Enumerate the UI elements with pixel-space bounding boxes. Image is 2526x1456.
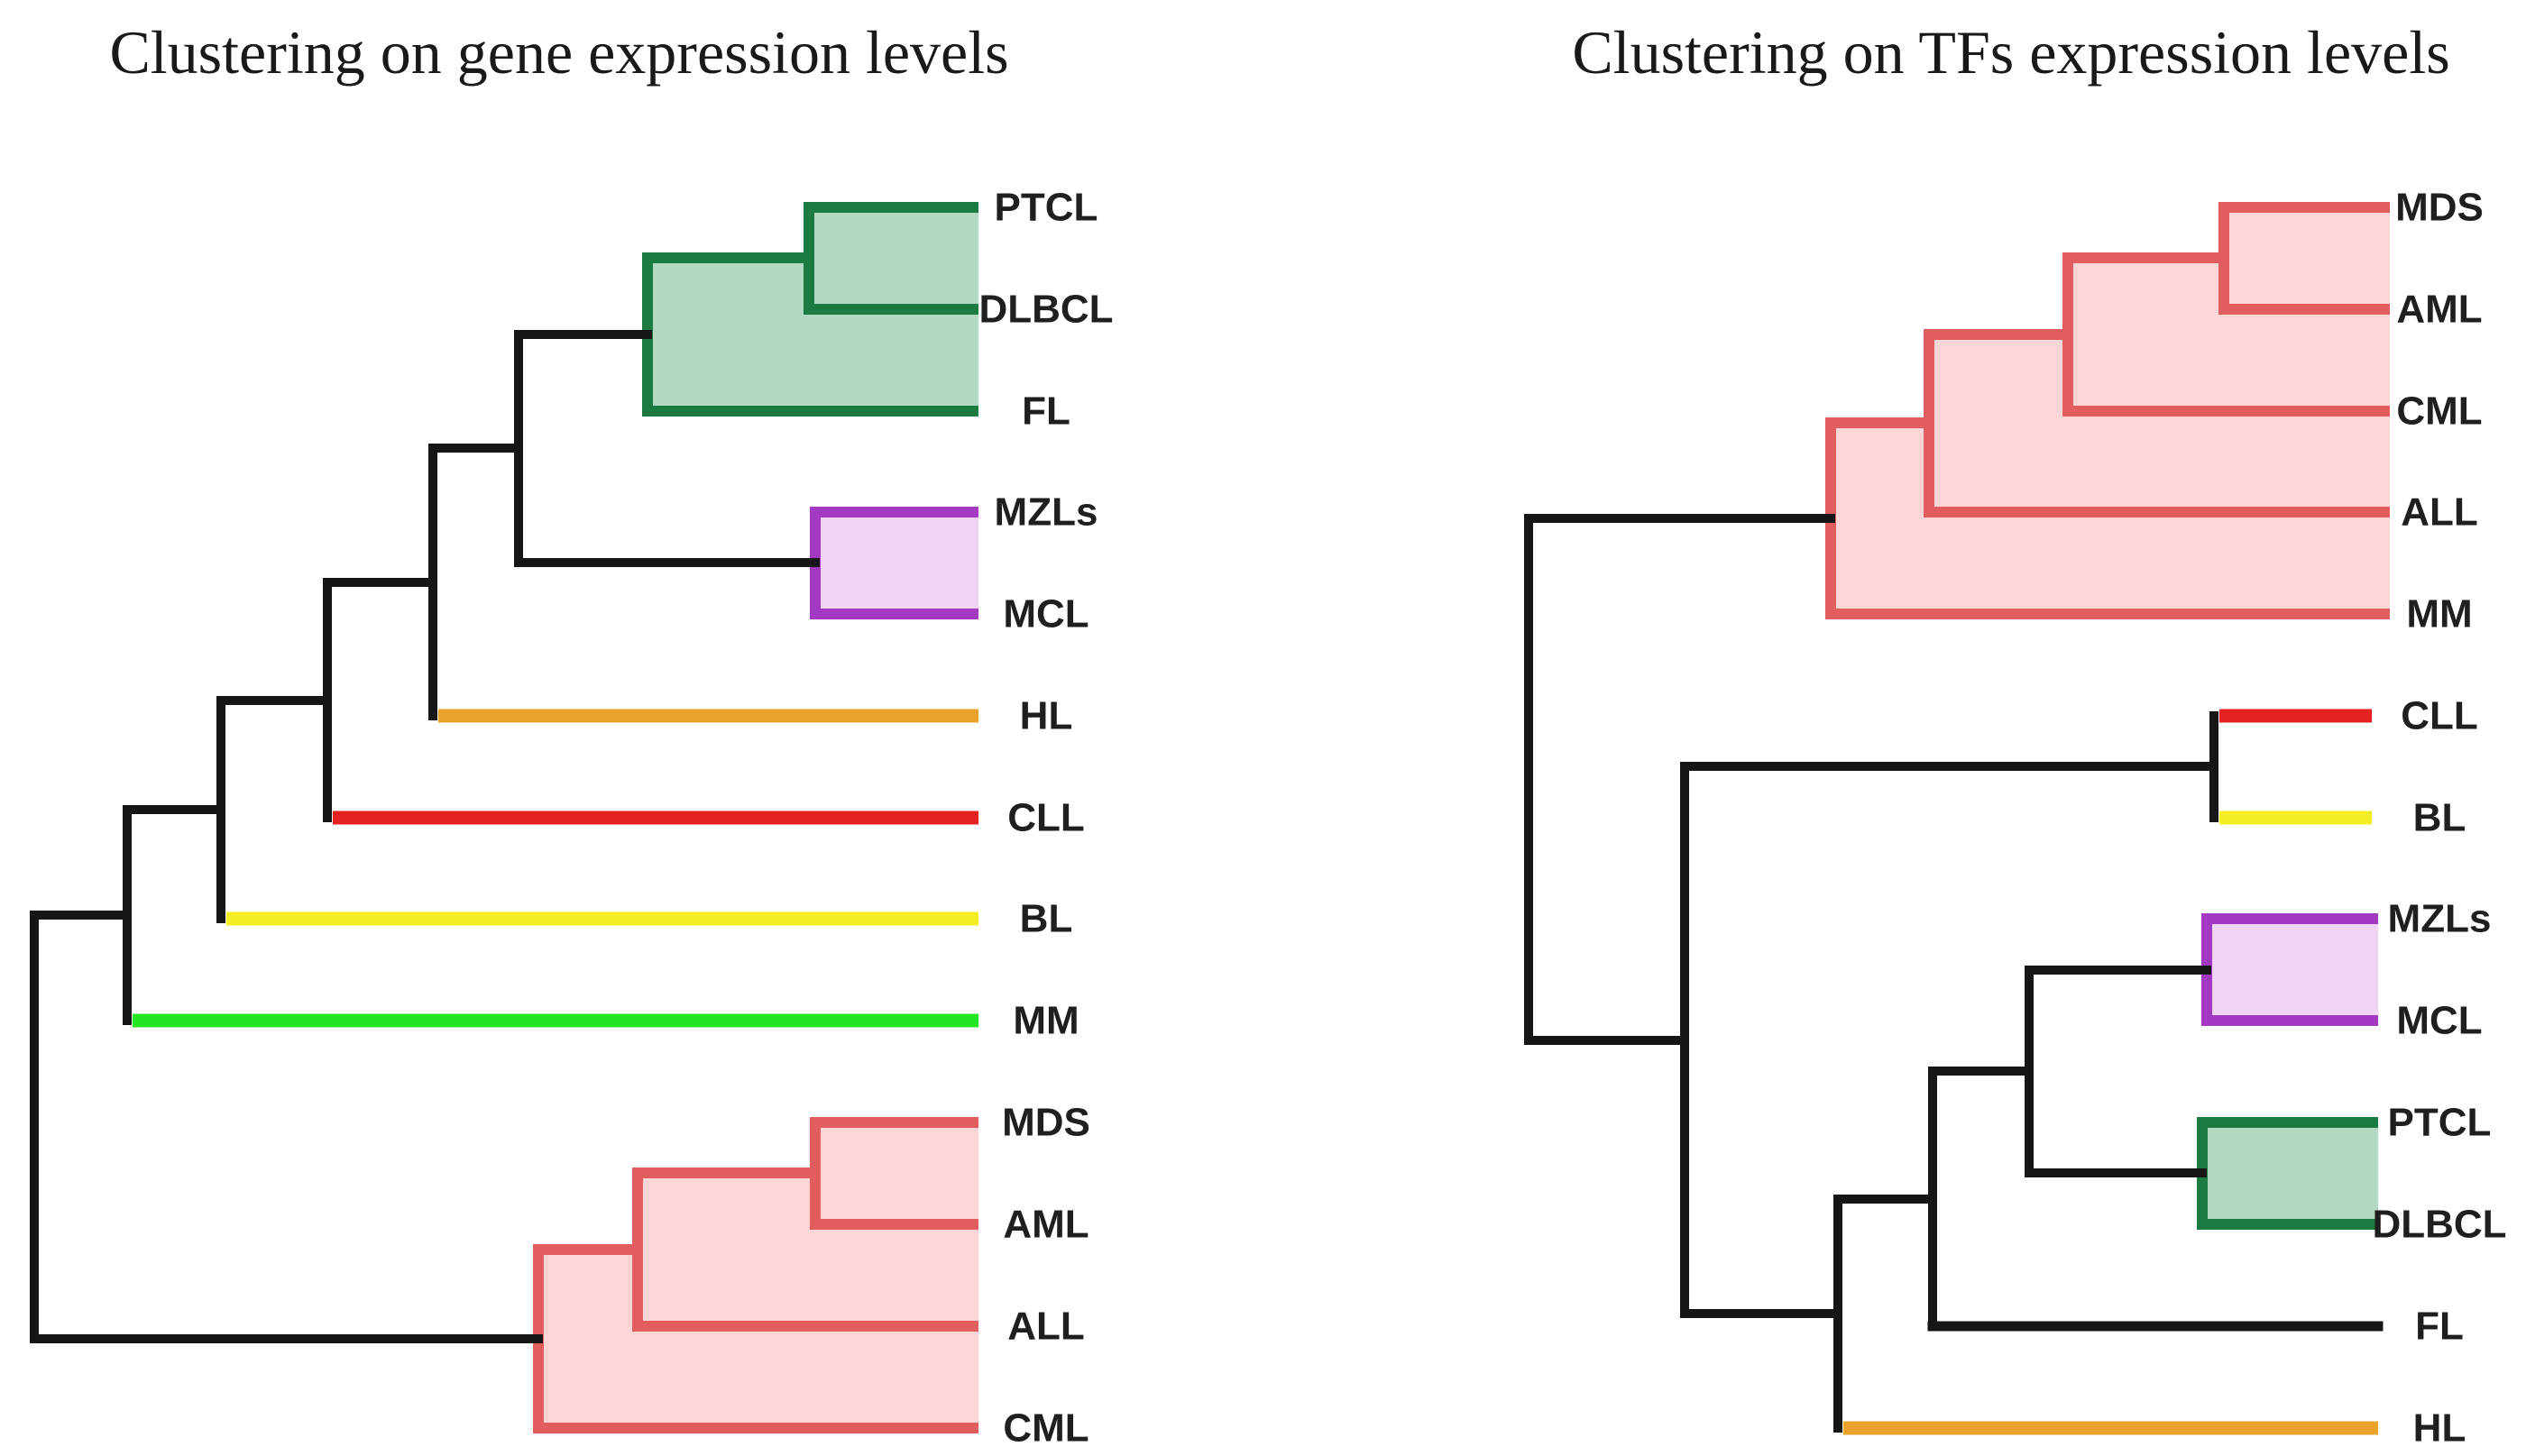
right-leaf-label-CLL: CLL	[2401, 694, 2478, 738]
left-leaf-label-MDS: MDS	[1002, 1101, 1090, 1145]
left-purple-cluster-box	[810, 507, 978, 619]
right-purple-cluster-box	[2201, 913, 2378, 1026]
left-panel-title: Clustering on gene expression levels	[109, 18, 1009, 87]
left-leaf-label-PTCL: PTCL	[995, 186, 1098, 230]
left-leaf-label-BL: BL	[1020, 897, 1073, 941]
right-leaf-label-MCL: MCL	[2396, 999, 2482, 1043]
right-leaf-label-MM: MM	[2406, 592, 2472, 636]
right-panel-title: Clustering on TFs expression levels	[1572, 18, 2450, 87]
right-leaf-label-HL: HL	[2413, 1406, 2466, 1451]
left-leaf-label-AML: AML	[1003, 1203, 1088, 1247]
left-leaf-label-MCL: MCL	[1003, 592, 1088, 636]
left-leaf-label-CLL: CLL	[1007, 796, 1085, 840]
left-leaf-label-ALL: ALL	[1007, 1305, 1085, 1349]
left-leaf-label-CML: CML	[1003, 1406, 1088, 1451]
right-leaf-label-PTCL: PTCL	[2388, 1101, 2492, 1145]
right-leaf-label-MDS: MDS	[2395, 186, 2484, 230]
right-leaf-label-AML: AML	[2396, 288, 2482, 332]
left-green-cluster-inner-box	[804, 202, 978, 315]
right-pink-cluster-box-mds-aml	[2218, 202, 2390, 315]
left-leaf-label-DLBCL: DLBCL	[978, 288, 1113, 332]
right-leaf-label-FL: FL	[2415, 1305, 2464, 1349]
left-leaf-label-FL: FL	[1022, 389, 1070, 434]
right-leaf-label-ALL: ALL	[2401, 490, 2478, 535]
left-leaf-label-MM: MM	[1013, 999, 1079, 1043]
left-leaf-label-MZLs: MZLs	[995, 490, 1098, 535]
right-green-cluster-box	[2197, 1117, 2378, 1230]
right-leaf-label-BL: BL	[2413, 796, 2466, 840]
left-pink-cluster-inner-box	[810, 1117, 978, 1230]
right-leaf-label-DLBCL: DLBCL	[2372, 1203, 2506, 1247]
left-leaf-label-HL: HL	[1020, 694, 1073, 738]
right-leaf-label-CML: CML	[2396, 389, 2482, 434]
right-leaf-label-MZLs: MZLs	[2388, 897, 2492, 941]
